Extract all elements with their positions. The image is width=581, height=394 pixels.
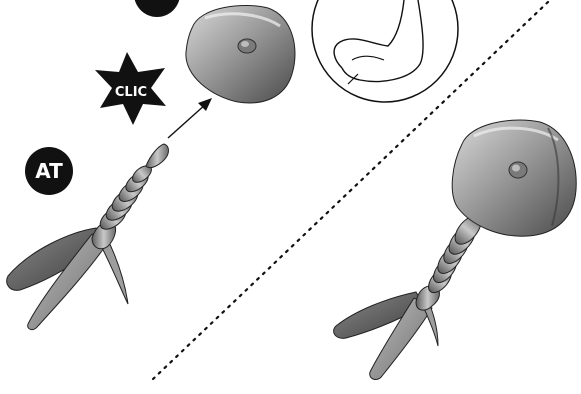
clic-label: CLIC	[115, 85, 147, 100]
at-label: AT	[35, 159, 63, 183]
dart-right-with-cup	[334, 120, 577, 379]
arrow-icon	[168, 98, 212, 138]
top-badge	[134, 0, 180, 17]
suction-cup-left	[186, 5, 295, 102]
at-badge: AT	[25, 147, 73, 195]
clic-star-badge: CLIC	[95, 52, 166, 125]
flexed-arm-icon	[312, 0, 458, 102]
